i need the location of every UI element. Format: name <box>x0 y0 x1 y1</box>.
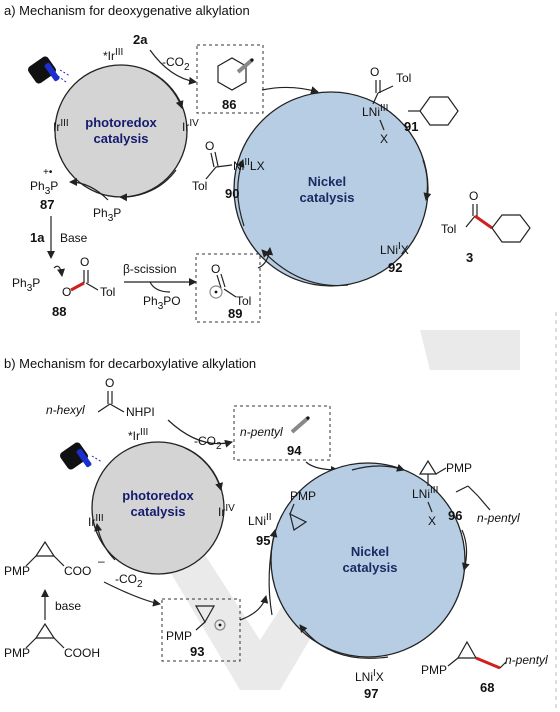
svg-text:Tol: Tol <box>192 179 207 193</box>
compound-87: +• Ph3P 87 <box>30 167 58 212</box>
svg-text:COO: COO <box>64 564 91 578</box>
lamp-icon-b <box>60 442 103 470</box>
svg-text:NiIILX: NiIILX <box>233 157 265 173</box>
svg-text:68: 68 <box>480 680 494 695</box>
nhpi-ester: O n-hexyl NHPI <box>46 376 155 419</box>
photoredox-b-label-2: catalysis <box>131 504 186 519</box>
svg-text:89: 89 <box>228 306 242 321</box>
compound-92: LNiIX <box>380 241 409 257</box>
beta-scission: β-scission <box>123 262 177 276</box>
svg-text:+•: +• <box>43 167 53 178</box>
num-86: 86 <box>222 97 236 112</box>
ir-right-b: IrIV <box>218 503 235 519</box>
label-2a: 2a <box>133 32 148 47</box>
svg-text:88: 88 <box>52 304 66 319</box>
svg-text:91: 91 <box>404 119 418 134</box>
svg-text:PMP: PMP <box>166 629 192 643</box>
svg-text:95: 95 <box>256 533 270 548</box>
photoredox-label-2: catalysis <box>94 131 149 146</box>
ph3p-reagent: Ph3P <box>93 206 121 224</box>
svg-text:n-pentyl: n-pentyl <box>505 653 548 667</box>
product-68: PMP n-pentyl 68 <box>421 640 548 695</box>
acyl-radical-89: O Tol 89 <box>209 262 251 321</box>
carboxylic-acid: PMP COOH <box>4 622 100 660</box>
svg-text:3: 3 <box>466 250 473 265</box>
product-3: O Tol 3 <box>441 189 531 265</box>
carboxylate: PMP COO – <box>4 540 105 578</box>
svg-text:93: 93 <box>190 644 204 659</box>
num-92: 92 <box>388 260 402 275</box>
svg-text:87: 87 <box>40 197 54 212</box>
svg-text:n-hexyl: n-hexyl <box>46 403 85 417</box>
svg-text:O: O <box>211 262 220 276</box>
svg-text:O: O <box>205 139 214 153</box>
photoredox-b-label-1: photoredox <box>122 488 194 503</box>
svg-text:O: O <box>80 255 89 269</box>
svg-text:O: O <box>469 189 478 203</box>
cyclohexyl-radical-86 <box>217 57 254 91</box>
svg-text:PMP: PMP <box>4 564 30 578</box>
panel-b-title: b) Mechanism for decarboxylative alkylat… <box>4 356 256 371</box>
cyclopropyl-radical-93: PMP 93 <box>166 605 226 659</box>
nickel-b-label-1: Nickel <box>351 544 389 559</box>
svg-text:X: X <box>380 132 388 146</box>
compound-90: O NiIILX Tol 90 <box>192 139 265 201</box>
nickel-cycle-a <box>233 91 429 287</box>
compound-96: PMP LNiIII n-pentyl X 96 <box>412 459 520 528</box>
svg-text:PMP: PMP <box>446 461 472 475</box>
co2-loss-b2: -CO2 <box>115 572 143 590</box>
ir-left-a: IrIII <box>53 118 69 134</box>
compound-95: PMP LNiII 95 <box>248 489 316 548</box>
svg-text:94: 94 <box>287 443 302 458</box>
svg-text:Tol: Tol <box>441 222 456 236</box>
pentyl-radical-94: n-pentyl 94 <box>240 416 310 458</box>
nickel-label-2: catalysis <box>300 190 355 205</box>
svg-text:Ph3P: Ph3P <box>12 276 40 294</box>
svg-text:96: 96 <box>448 508 462 523</box>
svg-text:Ph3P: Ph3P <box>30 179 58 197</box>
svg-text:O: O <box>105 376 114 390</box>
lamp-icon <box>28 56 71 84</box>
svg-text:Tol: Tol <box>100 285 115 299</box>
ir-star-a: *IrIII <box>103 47 123 63</box>
ph3po: Ph3PO <box>143 294 181 312</box>
compound-91: O Tol LNiIII X 91 <box>362 65 459 146</box>
photoredox-cycle-b <box>91 441 225 575</box>
svg-text:–: – <box>98 554 105 568</box>
svg-text:n-pentyl: n-pentyl <box>477 511 520 525</box>
svg-text:PMP: PMP <box>4 646 30 660</box>
base-label-b: base <box>55 599 81 613</box>
svg-text:NHPI: NHPI <box>126 405 155 419</box>
svg-text:O: O <box>62 285 71 299</box>
compound-97: LNiIX <box>355 668 384 684</box>
svg-text:90: 90 <box>225 186 239 201</box>
base-label-a: Base <box>60 231 88 245</box>
label-1a: 1a <box>30 230 45 245</box>
svg-text:LNiIII: LNiIII <box>412 485 438 501</box>
svg-text:COOH: COOH <box>64 646 100 660</box>
photoredox-label-1: photoredox <box>85 115 157 130</box>
ir-right-a: IrIV <box>182 118 199 134</box>
svg-text:PMP: PMP <box>421 663 447 677</box>
svg-text:LNiIII: LNiIII <box>362 103 388 119</box>
svg-text:LNiII: LNiII <box>248 512 272 528</box>
ir-left-b: IrIII <box>88 513 104 529</box>
ir-star-b: *IrIII <box>128 427 148 443</box>
svg-text:Tol: Tol <box>236 294 251 308</box>
nickel-cycle-b <box>270 462 466 658</box>
co2-loss-a: -CO2 <box>162 55 190 73</box>
panel-a-title: a) Mechanism for deoxygenative alkylatio… <box>4 3 250 18</box>
co2-loss-b: -CO2 <box>194 434 222 452</box>
nickel-label-1: Nickel <box>308 174 346 189</box>
nickel-b-label-2: catalysis <box>343 560 398 575</box>
svg-text:X: X <box>428 514 436 528</box>
svg-text:Tol: Tol <box>396 71 411 85</box>
num-97: 97 <box>364 686 378 701</box>
svg-text:O: O <box>370 65 379 79</box>
svg-text:PMP: PMP <box>290 489 316 503</box>
svg-text:n-pentyl: n-pentyl <box>240 425 283 439</box>
compound-88: Ph3P O O Tol 88 <box>12 255 115 319</box>
